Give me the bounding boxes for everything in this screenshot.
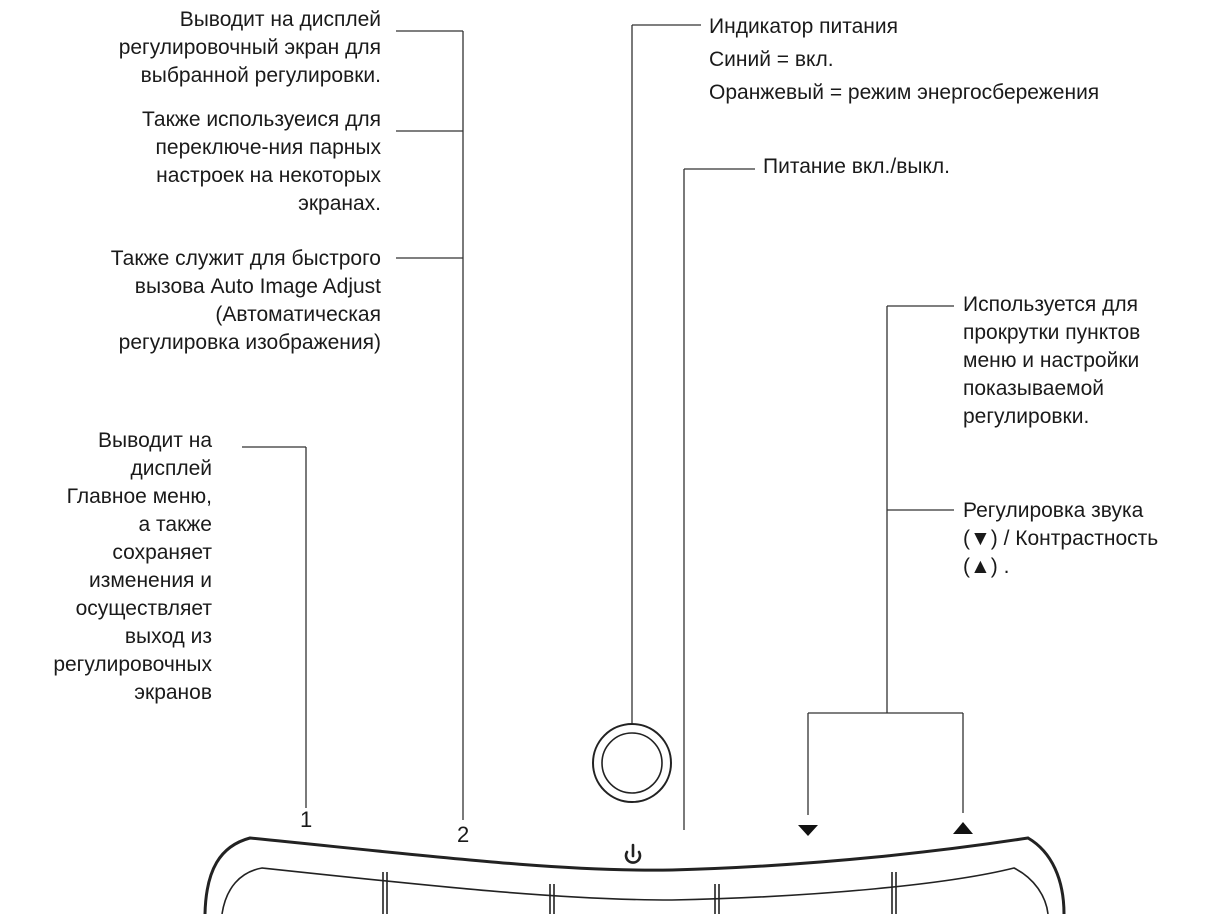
button2-description-b: Также используеися для переключе-ния пар… <box>142 106 381 218</box>
button1-desc-line: экранов <box>134 681 212 704</box>
scroll-desc-line: меню и настройки <box>963 349 1140 372</box>
button1-desc-line: изменения и <box>88 569 212 592</box>
down-button[interactable] <box>724 852 888 912</box>
up-triangle-icon <box>953 822 973 834</box>
button1-description: Выводит на дисплей Главное меню, а также… <box>53 427 212 707</box>
button1-desc-line: осуществляет <box>75 597 212 620</box>
button2-desc-b-line: экранах. <box>298 192 381 215</box>
scroll-desc-line: показываемой <box>963 377 1104 400</box>
hotkey-desc-line: (▼) / Контрастность <box>963 527 1159 550</box>
button2-desc-c-line: (Автоматическая <box>215 303 381 326</box>
button-1[interactable] <box>250 842 380 902</box>
button2-desc-a-line: Выводит на дисплей <box>179 8 381 31</box>
button2-desc-b-line: переключе-ния парных <box>155 136 381 159</box>
button2-desc-c-line: регулировка изображения) <box>118 331 381 354</box>
button2-label: 2 <box>457 822 470 847</box>
button1-desc-line: дисплей <box>130 457 212 480</box>
button2-desc-b-line: Также используеися для <box>142 108 381 131</box>
button-2[interactable] <box>392 852 547 912</box>
power-icon <box>624 843 642 864</box>
button1-desc-line: выход из <box>124 625 212 648</box>
power-indicator-led <box>592 723 672 803</box>
button2-desc-c-line: вызова Auto Image Adjust <box>134 275 381 298</box>
button2-desc-a-line: регулировочный экран для <box>118 36 381 59</box>
power-indicator-description: Индикатор питания Синий = вкл. Оранжевый… <box>709 10 1099 109</box>
up-button[interactable] <box>900 842 1025 902</box>
button1-desc-line: Главное меню, <box>66 485 212 508</box>
scroll-desc-line: Используется для <box>963 293 1138 316</box>
button2-desc-c-line: Также служит для быстрого <box>110 247 381 270</box>
down-triangle-icon <box>798 825 818 836</box>
button1-desc-line: сохраняет <box>112 541 212 564</box>
monitor-bezel <box>203 836 1066 914</box>
hotkey-description: Регулировка звука (▼) / Контрастность (▲… <box>963 497 1158 581</box>
power-indicator-line: Индикатор питания <box>709 15 898 38</box>
button2-description-c: Также служит для быстрого вызова Auto Im… <box>111 245 381 357</box>
scroll-desc-line: прокрутки пунктов <box>963 321 1141 344</box>
scroll-description: Используется для прокрутки пунктов меню … <box>963 291 1140 431</box>
scroll-desc-line: регулировки. <box>963 405 1090 428</box>
button1-desc-line: Выводит на <box>98 429 212 452</box>
power-button[interactable] <box>558 845 712 914</box>
button1-desc-line: а также <box>138 513 213 536</box>
button2-description-a: Выводит на дисплей регулировочный экран … <box>119 6 381 90</box>
button1-desc-line: регулировочных <box>53 653 212 676</box>
power-indicator-line: Оранжевый = режим энергосбережения <box>709 81 1100 104</box>
power-indicator-line: Синий = вкл. <box>709 48 834 71</box>
button1-label: 1 <box>300 807 313 832</box>
hotkey-desc-line: Регулировка звука <box>963 499 1144 522</box>
hotkey-desc-line: (▲) . <box>963 555 1010 578</box>
button2-desc-a-line: выбранной регулировки. <box>140 64 381 87</box>
power-button-description: Питание вкл./выкл. <box>763 155 950 178</box>
button2-desc-b-line: настроек на некоторых <box>156 164 381 187</box>
